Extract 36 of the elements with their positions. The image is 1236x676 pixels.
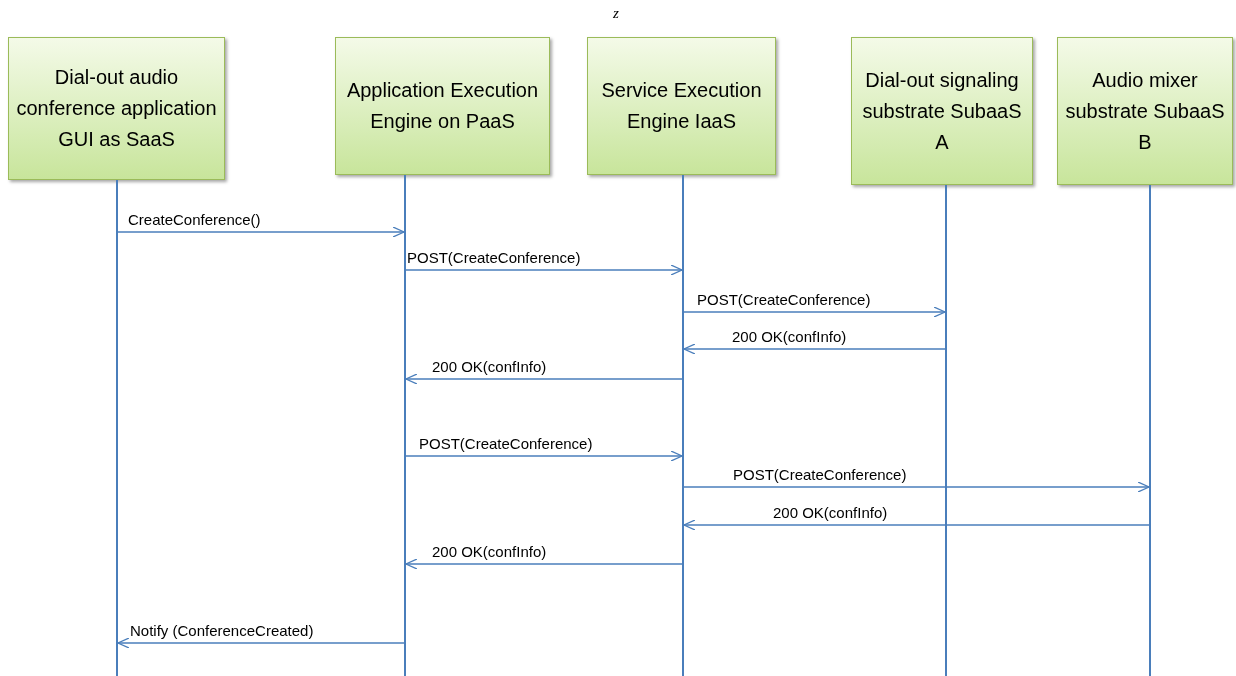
participant-name: Application Execution Engine on PaaS <box>345 78 540 134</box>
participant-box <box>8 37 225 180</box>
message-arrow <box>405 558 683 570</box>
edge-label: POST(CreateConference) <box>419 435 593 453</box>
participant-name: Dial-out signaling substrate SubaaS A <box>861 67 1023 155</box>
message-arrow <box>683 481 1150 493</box>
participant-box <box>335 37 550 175</box>
edge-label: POST(CreateConference) <box>407 249 581 267</box>
message-arrow <box>405 450 683 462</box>
participant-name: Audio mixer substrate SubaaS B <box>1064 67 1226 155</box>
edge-label: 200 OK(confInfo) <box>773 504 888 522</box>
message-arrow <box>683 519 1150 531</box>
lifeline <box>1149 185 1151 676</box>
lifeline <box>116 180 118 676</box>
lifeline <box>682 175 684 676</box>
figure-letter: z <box>613 4 619 23</box>
lifeline <box>404 175 406 676</box>
participant-name: Dial-out audio conference application GUI as SaaS <box>15 65 218 152</box>
participant-name: Service Execution Engine IaaS <box>600 78 763 134</box>
participant-box <box>587 37 776 175</box>
message-arrow <box>405 373 683 385</box>
message-arrow <box>683 306 946 318</box>
edge-label: CreateConference() <box>128 211 261 229</box>
edge-label: 200 OK(confInfo) <box>732 328 847 346</box>
message-arrow <box>683 343 946 355</box>
participant-box <box>1057 37 1233 185</box>
lifeline <box>945 185 947 676</box>
edge-label: Notify (ConferenceCreated) <box>130 622 314 640</box>
participant-box <box>851 37 1033 185</box>
edge-label: POST(CreateConference) <box>733 466 907 484</box>
edge-label: 200 OK(confInfo) <box>432 358 547 376</box>
message-arrow <box>117 637 405 649</box>
message-arrow <box>117 226 405 238</box>
edge-label: 200 OK(confInfo) <box>432 543 547 561</box>
edge-label: POST(CreateConference) <box>697 291 871 309</box>
message-arrow <box>405 264 683 276</box>
